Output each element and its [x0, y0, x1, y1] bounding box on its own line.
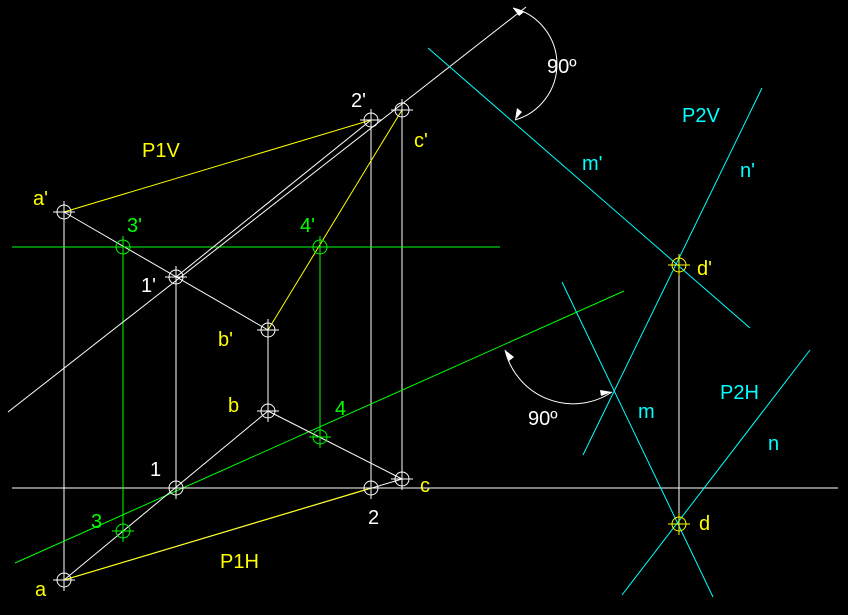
- label-4-prime: 4': [300, 215, 315, 237]
- marker-4: [309, 426, 331, 448]
- arrowhead-top-2: [515, 108, 522, 120]
- label-m-prime: m': [582, 153, 602, 175]
- point-markers: [53, 99, 690, 591]
- reference-lines: [63, 110, 680, 580]
- marker-d-prime: [668, 254, 690, 276]
- marker-c-prime: [391, 99, 413, 121]
- yellow-lines: [63, 109, 403, 581]
- angle-arc-top: [512, 7, 558, 121]
- label-c: c: [420, 475, 430, 497]
- label-c-prime: c': [414, 130, 428, 152]
- line-aprime-bprime: [63, 211, 269, 331]
- angle-arc-bottom: [504, 349, 613, 405]
- label-n: n: [768, 433, 779, 455]
- label-1: 1: [150, 459, 161, 481]
- label-1-prime: 1': [141, 275, 156, 297]
- p2h-line: [621, 349, 811, 596]
- line-b-c: [267, 410, 403, 480]
- marker-c: [391, 468, 413, 490]
- label-3-prime: 3': [127, 215, 142, 237]
- p2v-line: [582, 87, 763, 456]
- marker-a-prime: [53, 201, 75, 223]
- arrowhead-bottom-1: [505, 350, 514, 361]
- angle-arcs: [504, 7, 613, 405]
- label-p1h: P1H: [220, 551, 259, 573]
- label-4: 4: [335, 398, 346, 420]
- marker-b-prime: [257, 319, 279, 341]
- label-2: 2: [368, 507, 379, 529]
- angle-arrowheads: [505, 8, 612, 396]
- label-p2h: P2H: [720, 382, 759, 404]
- m-prime-line: [427, 47, 751, 329]
- label-3: 3: [91, 511, 102, 533]
- marker-4-prime: [309, 236, 331, 258]
- marker-3: [112, 520, 134, 542]
- line-a-b: [63, 410, 269, 581]
- label-angle-bottom: 90º: [528, 408, 558, 430]
- label-d: d: [699, 513, 710, 535]
- labels: a' 3' 1' b' 4' 2' c' P1V b 4 1 c 2 3 a P…: [33, 56, 779, 601]
- long-diagonal-line: [7, 6, 527, 413]
- marker-d: [668, 513, 690, 535]
- label-b-prime: b': [218, 329, 233, 351]
- label-d-prime: d': [697, 258, 712, 280]
- label-m: m: [638, 401, 655, 423]
- label-a-prime: a': [33, 188, 48, 210]
- label-p1v: P1V: [142, 140, 180, 162]
- label-p2v: P2V: [682, 105, 720, 127]
- line-1prime-2prime: [175, 119, 372, 278]
- label-a: a: [35, 579, 47, 601]
- m-line: [561, 281, 714, 598]
- marker-2: [360, 477, 382, 499]
- label-n-prime: n': [740, 160, 755, 182]
- label-2-prime: 2': [351, 90, 366, 112]
- arrowhead-bottom-2: [600, 390, 612, 396]
- cyan-lines: [427, 47, 811, 598]
- marker-2-prime: [360, 109, 382, 131]
- p1h-line: [63, 487, 372, 581]
- marker-1-prime: [165, 266, 187, 288]
- label-b: b: [228, 395, 239, 417]
- marker-1: [165, 477, 187, 499]
- marker-a: [53, 569, 75, 591]
- arrowhead-top-1: [513, 8, 524, 16]
- marker-3-prime: [112, 236, 134, 258]
- p1v-line: [63, 119, 372, 213]
- label-angle-top: 90º: [547, 56, 577, 78]
- marker-b: [257, 400, 279, 422]
- line-bprime-cprime: [267, 109, 403, 331]
